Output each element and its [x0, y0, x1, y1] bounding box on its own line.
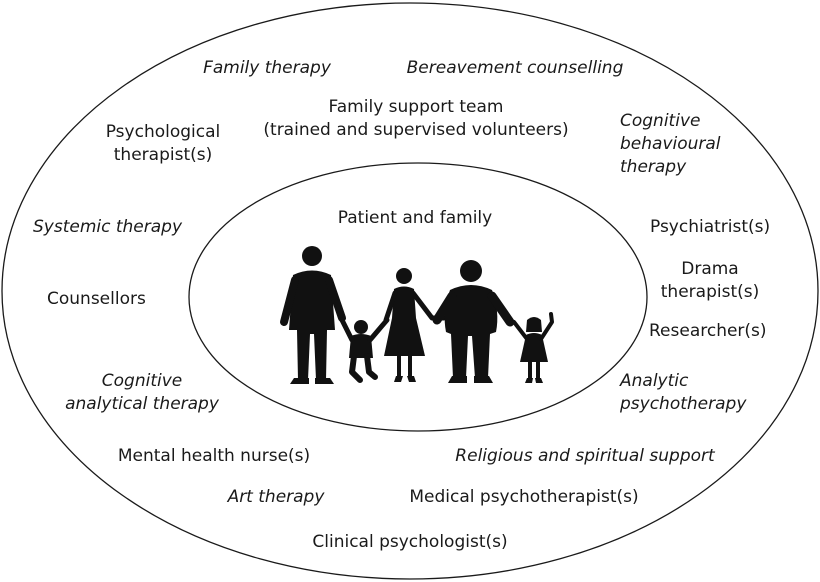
- label-cognitive-analytical-therapy: Cognitive analytical therapy: [65, 371, 219, 414]
- family-silhouette-icon: [280, 246, 554, 384]
- label-medical-psychotherapists: Medical psychotherapist(s): [409, 487, 639, 507]
- label-researchers: Researcher(s): [649, 321, 767, 341]
- boy-figure-icon: [339, 317, 390, 383]
- grandfather-figure-icon: [432, 260, 515, 383]
- label-bereavement-counselling: Bereavement counselling: [406, 58, 624, 78]
- label-systemic-therapy: Systemic therapy: [33, 217, 183, 237]
- girl-figure-icon: [512, 312, 554, 383]
- label-clinical-psychologists: Clinical psychologist(s): [312, 532, 508, 552]
- label-psychiatrists: Psychiatrist(s): [650, 217, 771, 237]
- label-cognitive-behavioural-therapy: Cognitive behavioural therapy: [620, 111, 721, 177]
- label-psychological-therapists: Psychological therapist(s): [105, 122, 221, 165]
- label-art-therapy: Art therapy: [227, 487, 325, 507]
- label-religious-spiritual-support: Religious and spiritual support: [455, 446, 715, 466]
- label-counsellors: Counsellors: [47, 289, 146, 309]
- inner-ellipse: [188, 162, 648, 432]
- label-mental-health-nurses: Mental health nurse(s): [117, 446, 311, 466]
- man-figure-icon: [280, 246, 346, 384]
- label-family-therapy: Family therapy: [203, 58, 331, 78]
- woman-figure-icon: [383, 268, 447, 382]
- label-analytic-psychotherapy: Analytic psychotherapy: [620, 371, 747, 414]
- label-family-support-team: Family support team (trained and supervi…: [263, 97, 569, 140]
- inner-circle-title: Patient and family: [337, 208, 493, 228]
- label-drama-therapists: Drama therapist(s): [660, 259, 760, 302]
